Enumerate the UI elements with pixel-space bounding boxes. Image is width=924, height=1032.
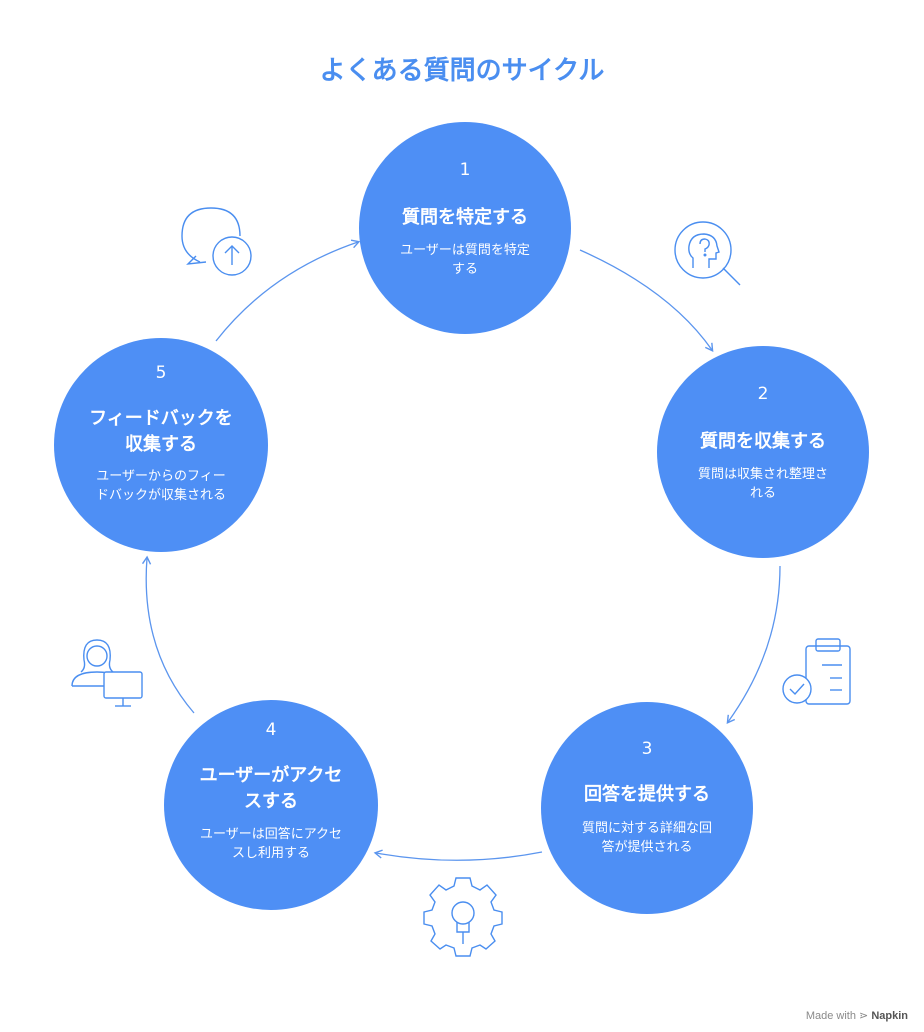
- step-4-desc-line2: スし利用する: [231, 846, 310, 861]
- chat-upload-icon: [181, 207, 252, 276]
- step-2-number: 2: [757, 384, 769, 404]
- question-head-icon: [674, 221, 741, 286]
- step-1-number: 1: [459, 160, 471, 180]
- step-3-node: 3 回答を提供する 質問に対する詳細な回 答が提供される: [541, 702, 753, 914]
- step-5-node: 5 フィードバックを 収集する ユーザーからのフィー ドバックが収集される: [54, 338, 268, 552]
- step-1-heading: 質問を特定する: [402, 207, 528, 228]
- step-3-desc-line2: 答が提供される: [601, 840, 693, 855]
- user-computer-icon: [71, 639, 143, 707]
- diagram-title: よくある質問のサイクル: [319, 56, 605, 86]
- step-1-desc-line1: ユーザーは質問を特定: [400, 243, 530, 258]
- step-3-heading: 回答を提供する: [584, 784, 710, 805]
- clipboard-check-icon: [782, 638, 851, 705]
- step-2-desc-line2: れる: [749, 486, 776, 501]
- step-1-desc-line2: する: [451, 262, 478, 277]
- arrow-3-to-4: [373, 849, 543, 861]
- step-5-desc-line1: ユーザーからのフィー: [96, 469, 226, 484]
- step-2-node: 2 質問を収集する 質問は収集され整理さ れる: [657, 346, 869, 558]
- step-1-node: 1 質問を特定する ユーザーは質問を特定 する: [359, 122, 571, 334]
- watermark-prefix: Made with: [805, 1010, 856, 1022]
- step-4-number: 4: [265, 720, 277, 740]
- arrow-4-to-5: [141, 555, 195, 714]
- step-4-node: 4 ユーザーがアクセ スする ユーザーは回答にアクセ スし利用する: [164, 700, 378, 910]
- step-5-heading-line1: フィードバックを: [89, 408, 233, 429]
- napkin-logo-icon: ⋗: [859, 1010, 869, 1022]
- step-2-desc-line1: 質問は収集され整理さ: [697, 467, 828, 482]
- gear-lightbulb-icon: [423, 877, 503, 957]
- arrow-2-to-3: [726, 565, 781, 724]
- step-5-number: 5: [155, 363, 167, 383]
- step-5-desc-line2: ドバックが収集される: [95, 488, 226, 503]
- napkin-watermark: Made with ⋗ Napkin: [806, 1009, 908, 1022]
- step-4-desc-line1: ユーザーは回答にアクセ: [199, 827, 343, 842]
- step-3-number: 3: [641, 739, 653, 759]
- step-3-desc-line1: 質問に対する詳細な回: [581, 821, 712, 836]
- arrow-5-to-1: [215, 239, 361, 342]
- step-4-heading-line2: スする: [244, 791, 298, 812]
- step-2-heading: 質問を収集する: [700, 431, 826, 452]
- watermark-brand: Napkin: [871, 1010, 908, 1022]
- arrow-1-to-2: [579, 249, 714, 352]
- step-5-heading-line2: 収集する: [125, 434, 197, 455]
- step-4-heading-line1: ユーザーがアクセ: [199, 765, 343, 786]
